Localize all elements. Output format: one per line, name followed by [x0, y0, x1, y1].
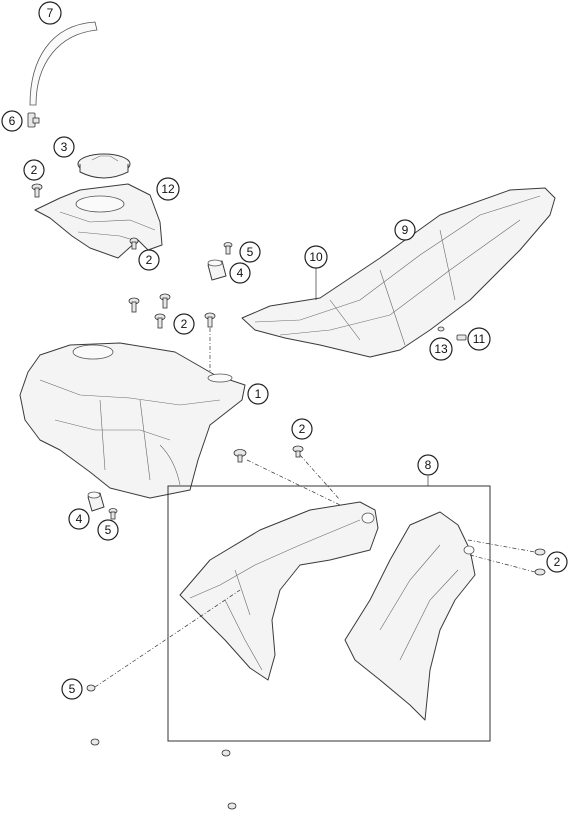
fuel-cap — [77, 153, 131, 179]
screw — [534, 548, 546, 576]
svg-text:2: 2 — [299, 422, 306, 436]
svg-text:8: 8 — [425, 458, 432, 472]
rubber-bushing — [87, 491, 105, 512]
screw — [108, 508, 118, 520]
screw — [86, 684, 96, 692]
callout-4: 4 — [68, 508, 90, 530]
callout-1: 1 — [247, 383, 269, 405]
callout-5: 5 — [61, 678, 83, 700]
svg-text:5: 5 — [105, 523, 112, 537]
svg-text:12: 12 — [161, 182, 175, 196]
callout-13: 13 — [429, 337, 453, 361]
svg-text:5: 5 — [247, 245, 254, 259]
svg-text:2: 2 — [31, 163, 38, 177]
callout-2: 2 — [173, 313, 195, 335]
svg-text:3: 3 — [61, 140, 68, 154]
screw — [128, 293, 216, 329]
svg-text:1: 1 — [255, 387, 262, 401]
screw — [233, 445, 304, 463]
svg-text:11: 11 — [473, 332, 486, 346]
svg-text:4: 4 — [76, 512, 83, 526]
screw — [223, 242, 233, 255]
callout-3: 3 — [53, 136, 75, 158]
left-radiator-shroud — [179, 501, 379, 681]
svg-text:5: 5 — [69, 682, 76, 696]
callout-8: 8 — [417, 454, 439, 476]
callout-12: 12 — [156, 177, 180, 201]
tank-cover — [34, 183, 163, 259]
callout-5: 5 — [97, 519, 119, 541]
callout-2: 2 — [291, 418, 313, 440]
washer — [437, 326, 445, 332]
svg-text:13: 13 — [434, 342, 448, 356]
rubber-bushing — [207, 259, 227, 281]
callout-2: 2 — [138, 249, 160, 271]
screw — [90, 738, 237, 810]
screw — [456, 334, 467, 341]
breather-hose — [29, 21, 98, 106]
screw — [129, 237, 139, 250]
seat — [241, 187, 556, 358]
svg-text:2: 2 — [181, 317, 188, 331]
svg-text:2: 2 — [146, 253, 153, 267]
fuel-tank — [19, 342, 246, 499]
svg-text:6: 6 — [9, 114, 16, 128]
callout-2: 2 — [546, 551, 568, 573]
svg-text:2: 2 — [554, 555, 561, 569]
callout-10: 10 — [304, 245, 328, 269]
callout-4: 4 — [229, 262, 251, 284]
right-radiator-shroud — [344, 511, 476, 721]
svg-text:9: 9 — [402, 223, 409, 237]
svg-text:7: 7 — [47, 6, 54, 20]
callout-2: 2 — [23, 159, 45, 181]
callout-7: 7 — [38, 1, 62, 25]
callout-11: 11 — [467, 327, 491, 351]
assembly-frame — [167, 485, 491, 742]
screw — [31, 183, 43, 198]
svg-text:10: 10 — [309, 250, 323, 264]
hose-valve — [27, 112, 40, 128]
callout-9: 9 — [394, 219, 416, 241]
svg-text:4: 4 — [237, 266, 244, 280]
callout-6: 6 — [1, 110, 23, 132]
callout-5: 5 — [239, 241, 261, 263]
